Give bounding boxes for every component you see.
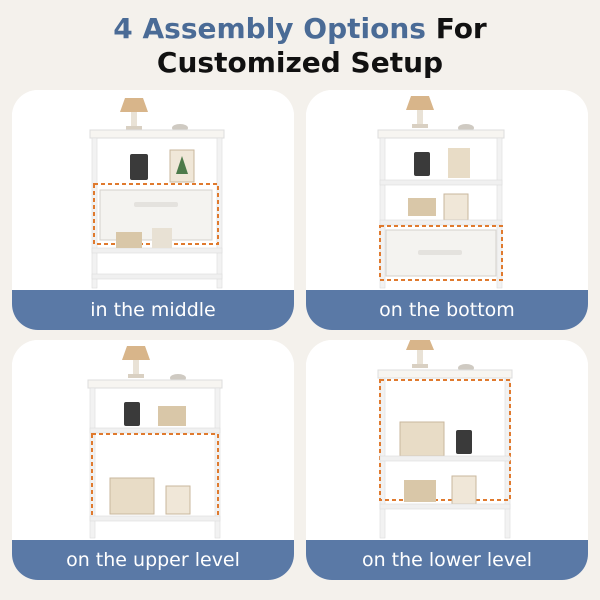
nightstand-illustration (306, 90, 588, 290)
caption-lower-level: on the lower level (306, 540, 588, 580)
nightstand-illustration (12, 340, 294, 540)
frame-icon (443, 193, 469, 221)
title-accent: 4 Assembly Options (113, 12, 426, 45)
title-line-1: 4 Assembly Options For (0, 12, 600, 46)
title-line-2: Customized Setup (156, 46, 444, 79)
frame-icon (165, 485, 191, 515)
page-title: 4 Assembly Options For Customized Setup (0, 12, 600, 80)
basket-icon (404, 480, 436, 502)
basket-icon (408, 198, 436, 216)
lamp-icon (120, 98, 148, 130)
drawer-handle-icon (134, 202, 178, 207)
basket-icon (158, 406, 186, 426)
phone-icon (130, 154, 148, 180)
highlight-frame (379, 225, 503, 281)
basket-icon (116, 232, 142, 248)
option-card-lower-level: on the lower level (306, 340, 588, 580)
title-rest: For (435, 12, 487, 45)
option-card-bottom: on the bottom (306, 90, 588, 330)
caption-upper-level: on the upper level (12, 540, 294, 580)
highlight-frame (379, 379, 511, 501)
frame-icon (451, 475, 477, 505)
phone-icon (456, 430, 472, 454)
nightstand-illustration (306, 340, 588, 540)
lamp-icon (122, 346, 150, 378)
drawer-handle-icon (418, 250, 462, 255)
boxes-icon (399, 421, 445, 457)
books-icon (448, 148, 470, 178)
phone-icon (414, 152, 430, 176)
caption-bottom: on the bottom (306, 290, 588, 330)
option-card-middle: in the middle (12, 90, 294, 330)
boxes-icon (109, 477, 155, 515)
caption-middle: in the middle (12, 290, 294, 330)
lamp-icon (406, 340, 434, 368)
phone-icon (124, 402, 140, 426)
lamp-icon (406, 96, 434, 128)
nightstand-illustration (12, 90, 294, 290)
option-card-upper-level: on the upper level (12, 340, 294, 580)
